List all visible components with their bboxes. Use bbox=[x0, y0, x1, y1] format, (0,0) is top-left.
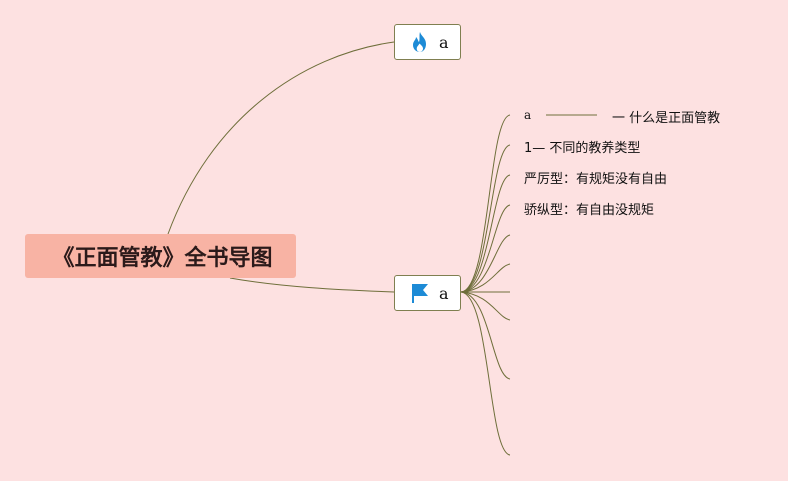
central-topic-label: 《正面管教》全书导图 bbox=[52, 246, 273, 271]
connector-leaf-9 bbox=[460, 291, 511, 380]
leaf-1-prefix[interactable]: a bbox=[524, 108, 532, 122]
connector-root-top bbox=[167, 41, 395, 235]
central-topic[interactable]: 《正面管教》全书导图 bbox=[25, 234, 296, 278]
leaf-4[interactable]: 骄纵型：有自由没规矩 bbox=[524, 203, 655, 218]
leaf-2[interactable]: 1— 不同的教养类型 bbox=[524, 141, 641, 156]
topic-fire-label: a bbox=[439, 32, 449, 52]
connector-leaf-1 bbox=[460, 114, 511, 293]
fire-icon bbox=[409, 30, 431, 54]
flag-icon bbox=[409, 281, 431, 305]
connector-root-mid bbox=[229, 277, 395, 293]
connector-leaf-5 bbox=[460, 234, 511, 293]
connector-leaf-3 bbox=[460, 174, 511, 293]
topic-fire[interactable]: a bbox=[394, 24, 461, 60]
topic-flag[interactable]: a bbox=[394, 275, 461, 311]
connector-leaf-2 bbox=[460, 144, 511, 293]
connector-leaf-6 bbox=[460, 263, 511, 293]
leaf-1-text[interactable]: 一 什么是正面管教 bbox=[612, 111, 721, 126]
connector-leaf-8 bbox=[460, 291, 511, 321]
leaf-3[interactable]: 严厉型：有规矩没有自由 bbox=[524, 172, 668, 187]
topic-flag-label: a bbox=[439, 283, 449, 303]
connector-leaf-10 bbox=[460, 291, 511, 456]
connector-leaf-4 bbox=[460, 204, 511, 293]
